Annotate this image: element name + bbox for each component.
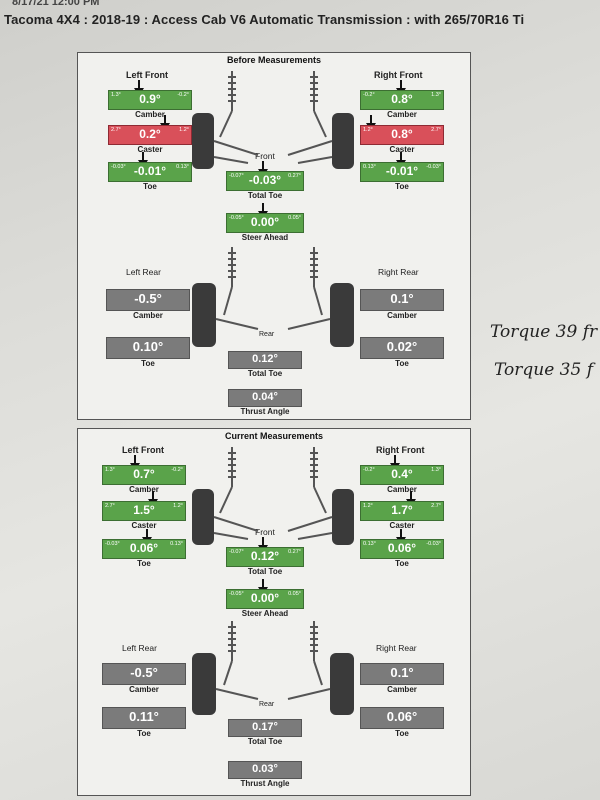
lf-camber-gauge: 1.3°-0.2° 0.7° Camber (102, 465, 186, 494)
rf-caster-value: 0.8° (391, 127, 413, 141)
lf-toe-value: -0.01° (133, 164, 167, 178)
lf-camber-value: 0.9° (139, 92, 161, 106)
print-datetime: 8/17/21 12:00 PM (12, 0, 100, 8)
current-measurements-panel: Current Measurements Left Front 1.3°-0.2… (77, 428, 471, 796)
left-front-label: Left Front (126, 70, 168, 80)
lr-camber-gauge: -0.5° Camber (102, 663, 186, 694)
lr-toe-value: 0.10° (132, 339, 164, 354)
rear-suspension-diagram (192, 621, 354, 715)
rf-camber-value: 0.4° (391, 467, 413, 481)
lr-toe-gauge: 0.10° Toe (106, 337, 190, 368)
rr-toe-gauge: 0.06° Toe (360, 707, 444, 738)
rear-total-toe-value: 0.12° (252, 353, 278, 365)
front-label: Front (255, 151, 275, 161)
rf-toe-gauge: 0.13°-0.03° -0.01° Toe (360, 162, 444, 191)
front-suspension-diagram (192, 71, 354, 169)
rr-toe-gauge: 0.02° Toe (360, 337, 444, 368)
vehicle-header: Tacoma 4X4 : 2018-19 : Access Cab V6 Aut… (4, 12, 525, 27)
lf-caster-value: 1.5° (133, 503, 155, 517)
left-rear-label: Left Rear (122, 643, 157, 653)
handwritten-note-2: Torque 35 f (494, 360, 594, 380)
rf-caster-gauge: 1.2°2.7° 1.7° Caster (360, 501, 444, 530)
thrust-angle-gauge: 0.04° Thrust Angle (228, 389, 302, 416)
front-total-toe-value: 0.12° (250, 549, 280, 563)
steer-ahead-gauge: -0.05°0.05° 0.00° Steer Ahead (226, 213, 304, 242)
handwritten-note-1: Torque 39 fr (490, 322, 598, 342)
lr-toe-value: 0.11° (129, 709, 159, 724)
lr-camber-value: -0.5° (130, 665, 158, 680)
rr-toe-value: 0.06° (386, 709, 418, 724)
rear-total-toe-gauge: 0.12° Total Toe (228, 351, 302, 378)
rf-camber-gauge: -0.2°1.3° 0.4° Camber (360, 465, 444, 494)
lr-camber-gauge: -0.5° Camber (106, 289, 190, 320)
steer-ahead-value: 0.00° (250, 215, 280, 229)
rr-camber-value: 0.1° (390, 665, 414, 680)
rr-camber-gauge: 0.1° Camber (360, 289, 444, 320)
lf-toe-value: 0.06° (129, 541, 159, 555)
rear-label: Rear (259, 701, 275, 708)
panel-title: Before Measurements (226, 55, 322, 65)
thrust-angle-value: 0.03° (252, 763, 278, 775)
panel-title: Current Measurements (224, 431, 324, 441)
rf-camber-value: 0.8° (391, 92, 413, 106)
rf-camber-gauge: -0.2°1.3° 0.8° Camber (360, 90, 444, 119)
lf-toe-gauge: -0.03°0.13° 0.06° Toe (102, 539, 186, 568)
lf-caster-gauge: 2.7°1.2° 0.2° Caster (108, 125, 192, 154)
front-total-toe-gauge: -0.07°0.27° 0.12° Total Toe (226, 547, 304, 576)
front-suspension-diagram (192, 447, 354, 545)
rear-total-toe-gauge: 0.17° Total Toe (228, 719, 302, 746)
lr-camber-value: -0.5° (134, 291, 162, 306)
lf-camber-value: 0.7° (133, 467, 155, 481)
thrust-angle-gauge: 0.03° Thrust Angle (228, 761, 302, 788)
right-front-label: Right Front (376, 445, 425, 455)
rear-suspension-diagram (192, 247, 354, 347)
steer-ahead-value: 0.00° (250, 591, 280, 605)
right-front-label: Right Front (374, 70, 423, 80)
rf-caster-gauge: 1.2°2.7° 0.8° Caster (360, 125, 444, 154)
rear-total-toe-value: 0.17° (252, 721, 278, 733)
rr-camber-gauge: 0.1° Camber (360, 663, 444, 694)
left-rear-label: Left Rear (126, 267, 161, 277)
rear-label: Rear (259, 331, 275, 338)
lf-toe-gauge: -0.03°0.13° -0.01° Toe (108, 162, 192, 191)
rr-toe-value: 0.02° (386, 339, 418, 354)
lr-toe-gauge: 0.11° Toe (102, 707, 186, 738)
rf-toe-gauge: 0.13°-0.03° 0.06° Toe (360, 539, 444, 568)
rf-toe-value: 0.06° (387, 541, 417, 555)
front-label: Front (255, 527, 275, 537)
steer-ahead-gauge: -0.05°0.05° 0.00° Steer Ahead (226, 589, 304, 618)
left-front-label: Left Front (122, 445, 164, 455)
rf-caster-value: 1.7° (391, 503, 413, 517)
lf-caster-value: 0.2° (139, 127, 161, 141)
lf-camber-gauge: 1.3°-0.2° 0.9° Camber (108, 90, 192, 119)
rr-camber-value: 0.1° (390, 291, 414, 306)
rf-toe-value: -0.01° (385, 164, 419, 178)
thrust-angle-value: 0.04° (252, 391, 278, 403)
front-total-toe-value: -0.03° (248, 173, 282, 187)
right-rear-label: Right Rear (378, 267, 419, 277)
right-rear-label: Right Rear (376, 643, 417, 653)
before-measurements-panel: Before Measurements Left Front 1.3°-0.2°… (77, 52, 471, 420)
lf-caster-gauge: 2.7°1.2° 1.5° Caster (102, 501, 186, 530)
front-total-toe-gauge: -0.07°0.27° -0.03° Total Toe (226, 171, 304, 200)
